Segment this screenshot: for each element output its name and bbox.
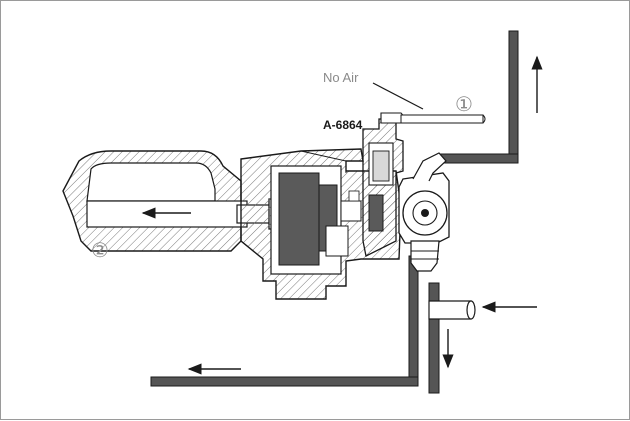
cylinder-housing xyxy=(62,150,248,252)
output-pipe xyxy=(438,30,519,164)
no-air-label: No Air xyxy=(323,70,359,85)
no-air-leader xyxy=(372,82,424,110)
callout-2: ② xyxy=(91,240,109,262)
part-number-label: A-6864 xyxy=(323,118,363,132)
solenoid-valve xyxy=(362,112,486,257)
supply-pipe xyxy=(428,282,476,394)
valve-body xyxy=(240,148,402,300)
callout-1: ① xyxy=(455,94,473,116)
check-valve-block xyxy=(398,152,450,272)
flow-arrows xyxy=(141,55,543,375)
